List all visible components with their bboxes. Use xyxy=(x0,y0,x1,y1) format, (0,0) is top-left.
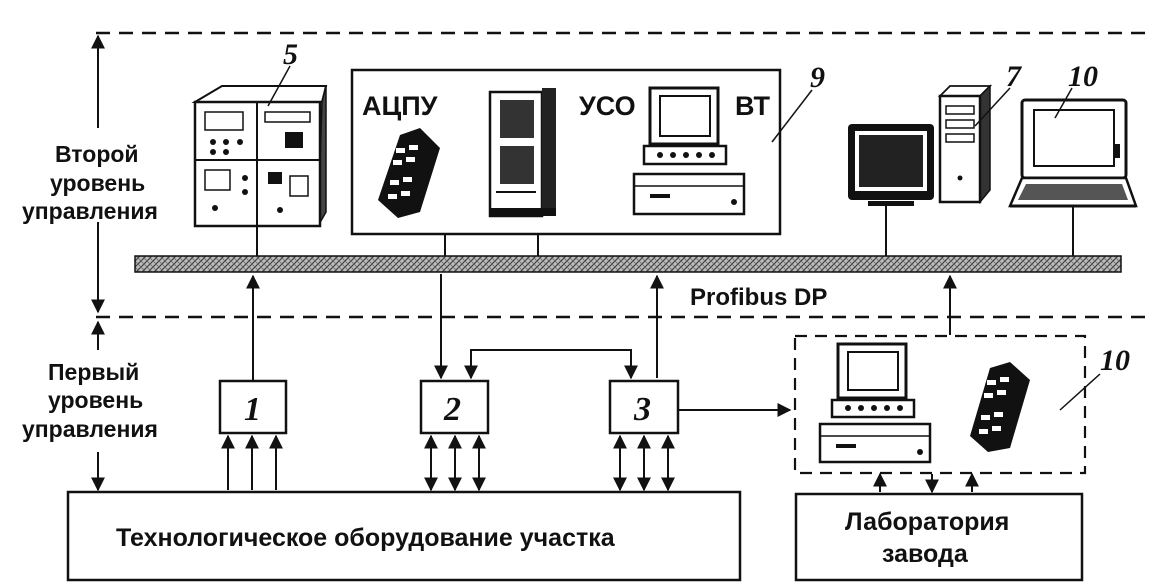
callout-10-bottom: 10 xyxy=(1100,344,1130,377)
equipment-label: Технологическое оборудование участка xyxy=(116,524,616,552)
rack-cabinet-icon xyxy=(191,85,328,228)
first-level-label-line2: уровень xyxy=(48,387,143,413)
label-uso: УСО xyxy=(579,91,636,121)
terminal-computer-icon xyxy=(632,86,746,216)
second-level-label-line3: управления xyxy=(22,198,158,224)
handheld-terminal-icon xyxy=(378,128,440,218)
callout-10-bottom-leader xyxy=(1059,373,1101,411)
callout-9: 9 xyxy=(810,61,825,94)
controller-2-io xyxy=(424,434,486,492)
profibus-bus xyxy=(134,255,1122,273)
cabinet-icon xyxy=(488,88,556,218)
callout-5: 5 xyxy=(283,38,298,71)
lab-terminal-computer-icon xyxy=(818,342,932,464)
callout-5-leader xyxy=(267,65,291,107)
controller-3-box xyxy=(608,379,680,435)
bus-label: Profibus DP xyxy=(690,284,827,311)
callout-7: 7 xyxy=(1006,60,1022,93)
controller-1-label: 1 xyxy=(244,391,261,428)
first-level-label-line1: Первый xyxy=(48,359,139,385)
tower-pc-icon xyxy=(937,84,993,205)
second-level-label-line1: Второй xyxy=(55,141,139,167)
lab-box xyxy=(794,492,1084,582)
lab-handheld-terminal-icon xyxy=(970,362,1030,452)
equipment-box xyxy=(66,490,742,582)
callout-7-leader xyxy=(974,87,1011,127)
first-level-label-line3: управления xyxy=(22,416,158,442)
lab-label-line2: завода xyxy=(882,540,969,568)
controller-2-box xyxy=(419,379,490,435)
link-2-3 xyxy=(464,349,638,380)
controller-1-io xyxy=(221,434,283,490)
second-level-label-line2: уровень xyxy=(50,170,145,196)
lab-io xyxy=(873,472,979,494)
callout-9-leader xyxy=(771,89,813,143)
monitor-icon xyxy=(848,124,934,206)
laptop-icon xyxy=(1008,98,1138,208)
callout-10-top: 10 xyxy=(1068,60,1098,93)
lab-label-line1: Лаборатория xyxy=(845,508,1009,536)
controller-3-io xyxy=(613,434,675,492)
controller-2-label: 2 xyxy=(443,391,461,428)
controller-3-label: 3 xyxy=(633,391,651,428)
label-acpu: АЦПУ xyxy=(362,91,439,121)
label-vt: ВТ xyxy=(735,91,770,121)
callout-10-top-leader xyxy=(1054,87,1073,119)
lab-workstation-frame xyxy=(793,334,1087,475)
